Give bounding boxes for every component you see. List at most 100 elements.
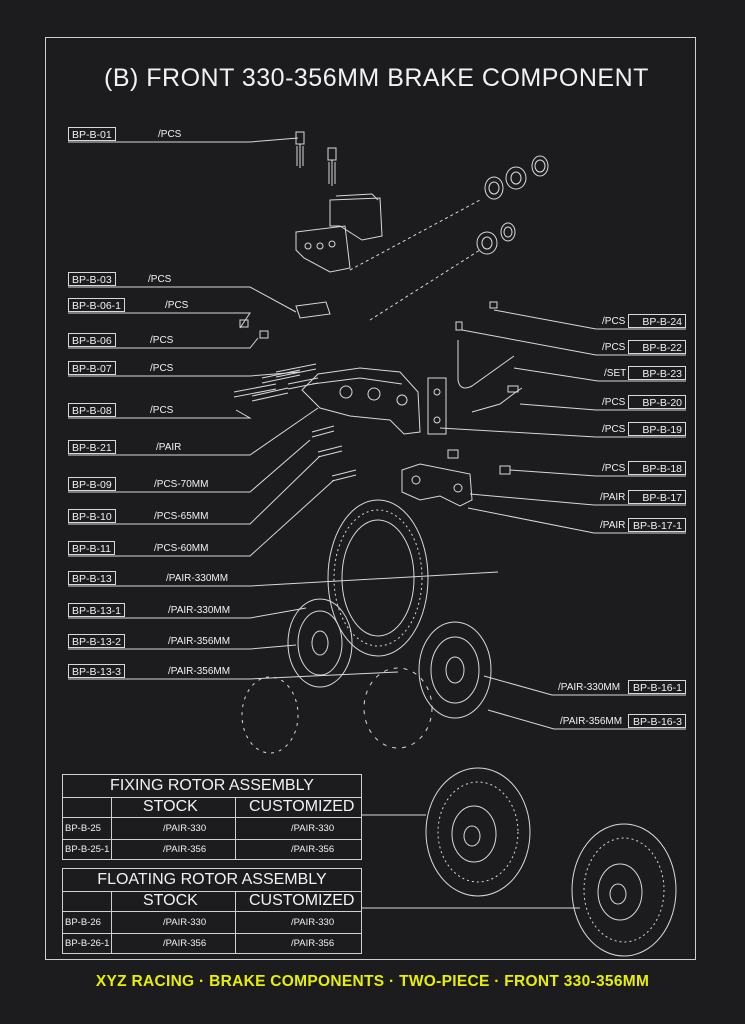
part-qty: /PCS <box>165 300 189 311</box>
leader-line <box>68 337 259 349</box>
leader-line <box>68 371 301 377</box>
part-qty: /PAIR <box>600 520 626 531</box>
brake-pads-illustration <box>295 193 383 273</box>
leader-line <box>68 607 307 619</box>
part-qty: /PCS <box>602 424 626 435</box>
floating-table-caption: FLOATING ROTOR ASSEMBLY <box>97 871 327 888</box>
rotor-ring-illustration <box>327 499 429 657</box>
part-qty: /PCS <box>602 397 626 408</box>
leader-line <box>68 312 251 329</box>
fixing-col-stock: STOCK <box>143 798 198 815</box>
table-row-code: BP-B-25-1 <box>65 844 110 855</box>
part-qty: /PAIR-330MM <box>558 682 621 693</box>
part-qty: /PAIR-356MM <box>168 666 231 677</box>
mounting-bolts-illustration <box>311 425 357 482</box>
pad-spring-illustration <box>295 301 331 319</box>
part-qty: /PCS <box>150 363 174 374</box>
table-row-stock: /PAIR-356 <box>163 844 207 855</box>
leader-line <box>68 407 319 456</box>
leader-line <box>509 469 686 477</box>
part-code-bp-b-16-1: BP-B-16-1 <box>628 680 686 694</box>
table-row-custom: /PAIR-356 <box>291 938 335 949</box>
rotor-hat-illustration <box>287 598 492 719</box>
part-code-bp-b-06-1: BP-B-06-1 <box>68 298 126 312</box>
part-code-bp-b-09: BP-B-09 <box>68 477 116 491</box>
floating-rotor-assembly-illustration <box>571 823 677 957</box>
part-code-bp-b-13-2: BP-B-13-2 <box>68 634 126 648</box>
part-code-bp-b-11: BP-B-11 <box>68 541 115 555</box>
leader-line <box>469 493 686 506</box>
part-code-bp-b-21: BP-B-21 <box>68 440 116 454</box>
table-row-stock: /PAIR-330 <box>163 917 207 928</box>
bleeder-screws-illustration <box>239 319 269 339</box>
leader-line <box>68 479 335 557</box>
caliper-body-illustration <box>301 367 421 435</box>
part-code-bp-b-24: BP-B-24 <box>628 314 686 328</box>
part-code-bp-b-06: BP-B-06 <box>68 333 116 347</box>
leader-line <box>68 671 399 680</box>
part-code-bp-b-16-3: BP-B-16-3 <box>628 714 686 728</box>
table-row-stock: /PAIR-356 <box>163 938 207 949</box>
part-code-bp-b-13-1: BP-B-13-1 <box>68 603 126 617</box>
part-code-bp-b-19: BP-B-19 <box>628 422 686 436</box>
part-qty: /PCS <box>602 463 626 474</box>
part-code-bp-b-22: BP-B-22 <box>628 340 686 354</box>
leader-line <box>461 329 686 356</box>
part-qty: /PAIR <box>156 442 182 453</box>
part-code-bp-b-20: BP-B-20 <box>628 395 686 409</box>
part-code-bp-b-03: BP-B-03 <box>68 272 116 286</box>
guide-pins-illustration <box>233 363 319 402</box>
leader-line <box>467 507 686 534</box>
part-qty: /PAIR-356MM <box>168 636 231 647</box>
part-code-bp-b-23: BP-B-23 <box>628 366 686 380</box>
part-qty: /PCS <box>158 129 182 140</box>
page-title: (B) FRONT 330-356MM BRAKE COMPONENT <box>104 64 649 92</box>
fixed-rotor-assembly-illustration <box>425 767 531 897</box>
part-code-bp-b-17-1: BP-B-17-1 <box>628 518 686 532</box>
leader-line <box>487 709 686 730</box>
leader-line <box>439 427 686 438</box>
floating-rotor-table: FLOATING ROTOR ASSEMBLY STOCK CUSTOMIZED… <box>62 868 362 954</box>
part-code-bp-b-13: BP-B-13 <box>68 571 116 585</box>
part-qty: /PAIR-356MM <box>560 716 623 727</box>
part-code-bp-b-07: BP-B-07 <box>68 361 116 375</box>
leader-line <box>68 137 299 143</box>
part-qty: /PCS-60MM <box>154 543 209 554</box>
pistons-illustration <box>349 155 549 321</box>
leader-line <box>513 367 686 382</box>
part-code-bp-b-10: BP-B-10 <box>68 509 116 523</box>
leader-line <box>493 309 686 330</box>
footer-banner: XYZ RACING · BRAKE COMPONENTS · TWO-PIEC… <box>95 973 650 990</box>
table-row-code: BP-B-25 <box>65 823 101 834</box>
leader-line <box>68 644 297 650</box>
part-qty: /PCS <box>150 405 174 416</box>
shim-plate-illustration <box>427 377 447 435</box>
fixing-table-caption: FIXING ROTOR ASSEMBLY <box>110 777 314 794</box>
rotor-hardware-illustration <box>241 667 433 754</box>
leader-line <box>68 409 252 419</box>
floating-col-customized: CUSTOMIZED <box>249 892 355 909</box>
leader-line <box>483 675 686 696</box>
part-qty: /PCS-70MM <box>154 479 209 490</box>
fixing-rotor-table: FIXING ROTOR ASSEMBLY STOCK CUSTOMIZED B… <box>62 774 362 860</box>
caliper-bolts-illustration <box>295 131 337 186</box>
part-code-bp-b-17: BP-B-17 <box>628 490 686 504</box>
leader-lines <box>68 137 686 909</box>
table-row-code: BP-B-26 <box>65 917 101 928</box>
leader-line <box>68 286 297 313</box>
leader-line <box>519 403 686 411</box>
part-qty: /SET <box>604 368 627 379</box>
floating-col-stock: STOCK <box>143 892 198 909</box>
leader-line <box>68 455 321 525</box>
part-code-bp-b-13-3: BP-B-13-3 <box>68 664 126 678</box>
table-row-code: BP-B-26-1 <box>65 938 110 949</box>
part-qty: /PCS <box>148 274 172 285</box>
part-qty: /PCS <box>602 316 626 327</box>
fixing-col-customized: CUSTOMIZED <box>249 798 355 815</box>
drawing-frame <box>45 37 696 960</box>
table-row-custom: /PAIR-356 <box>291 844 335 855</box>
brake-line-illustration <box>455 301 523 413</box>
part-qty: /PCS-65MM <box>154 511 209 522</box>
part-code-bp-b-18: BP-B-18 <box>628 461 686 475</box>
